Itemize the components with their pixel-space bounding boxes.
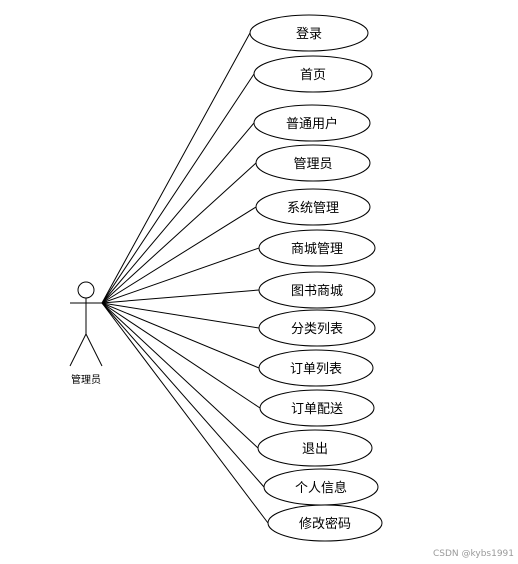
association-line: [101, 206, 257, 304]
use-case: 分类列表: [258, 309, 376, 347]
use-case-label: 首页: [300, 68, 326, 83]
use-case-ellipse: [258, 271, 376, 309]
actor-label: 管理员: [71, 373, 101, 386]
association-line: [101, 162, 257, 304]
use-case: 登录: [249, 14, 369, 52]
use-case-ellipse: [255, 188, 371, 226]
use-case-label: 登录: [296, 27, 322, 42]
use-case-label: 管理员: [293, 157, 332, 172]
association-line: [101, 32, 251, 304]
use-case: 退出: [257, 429, 373, 467]
actor-right-leg: [85, 333, 103, 367]
use-case-ellipse: [258, 229, 376, 267]
use-case-ellipse: [257, 429, 373, 467]
use-case: 图书商城: [258, 271, 376, 309]
use-case-ellipse: [255, 144, 371, 182]
actor-head: [77, 281, 95, 299]
use-case-label: 退出: [302, 442, 328, 457]
association-lines: [101, 32, 269, 524]
association-line: [101, 73, 255, 304]
use-case-group: 登录首页普通用户管理员系统管理商城管理图书商城分类列表订单列表订单配送退出个人信…: [249, 14, 383, 542]
use-case: 管理员: [255, 144, 371, 182]
use-case-label: 订单配送: [291, 402, 343, 417]
association-line: [101, 302, 261, 409]
watermark: CSDN @kybs1991: [433, 549, 514, 559]
use-case-label: 订单列表: [290, 362, 342, 377]
use-case: 订单配送: [259, 389, 375, 427]
use-case-ellipse: [249, 14, 369, 52]
use-case-ellipse: [253, 55, 373, 93]
actor-left-leg: [69, 333, 87, 367]
use-case-label: 修改密码: [299, 516, 351, 532]
use-case-ellipse: [267, 504, 383, 542]
use-case: 普通用户: [253, 104, 371, 142]
association-line: [101, 247, 260, 304]
actor-administrator: 管理员: [69, 281, 103, 386]
use-case-ellipse: [259, 389, 375, 427]
use-case-label: 图书商城: [291, 284, 343, 299]
use-case-label: 商城管理: [291, 242, 343, 257]
use-case-label: 分类列表: [291, 322, 343, 337]
use-case-ellipse: [258, 349, 374, 387]
use-case: 修改密码: [267, 504, 383, 542]
use-case: 商城管理: [258, 229, 376, 267]
association-line: [101, 122, 255, 304]
use-case-ellipse: [258, 309, 376, 347]
use-case-label: 个人信息: [295, 480, 347, 496]
use-case: 订单列表: [258, 349, 374, 387]
association-line: [101, 289, 260, 304]
use-case-ellipse: [253, 104, 371, 142]
use-case-label: 系统管理: [287, 201, 339, 216]
association-line: [101, 302, 260, 369]
association-line: [101, 302, 260, 329]
use-case: 系统管理: [255, 188, 371, 226]
association-line: [101, 302, 265, 488]
use-case-label: 普通用户: [286, 116, 338, 132]
use-case: 个人信息: [263, 468, 379, 506]
use-case: 首页: [253, 55, 373, 93]
association-line: [101, 302, 269, 524]
association-line: [101, 302, 259, 449]
